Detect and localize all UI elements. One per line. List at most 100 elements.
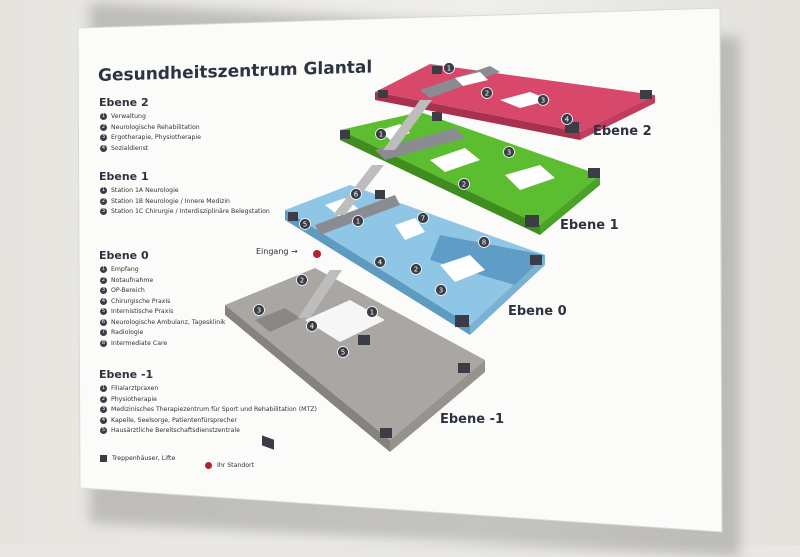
floor-label-ebene-2: Ebene 2 <box>593 124 652 139</box>
number-badge-icon: 4 <box>100 297 107 305</box>
number-badge-icon: 3 <box>100 287 107 294</box>
location-dot-icon <box>205 462 212 469</box>
map-number-label: 6 <box>354 191 359 199</box>
legend-stairs-label: Treppenhäuser, Lifte <box>112 455 176 462</box>
map-number-label: 4 <box>565 116 570 124</box>
map-number-circle <box>375 128 387 140</box>
number-badge-icon: 1 <box>100 187 107 194</box>
stairs-marker <box>565 122 579 133</box>
stairs-marker <box>262 435 274 450</box>
level-item-label: Physiotherapie <box>111 395 157 403</box>
level-heading: Ebene -1 <box>99 368 154 381</box>
level-item-label: Station 1C Chirurgie / Interdisziplinäre… <box>111 208 270 215</box>
floor-ebene-1 <box>340 112 600 235</box>
legend-stairs: Treppenhäuser, Lifte <box>100 455 175 462</box>
stairs-marker <box>525 215 539 227</box>
level-item-label: Neurologische Rehabilitation <box>111 123 200 131</box>
level-item-label: Notaufnahme <box>111 276 154 284</box>
map-number-circle <box>352 215 364 227</box>
level-item-label: OP-Bereich <box>111 287 145 294</box>
level-item-label: Internistische Praxis <box>111 308 174 315</box>
number-badge-icon: 1 <box>100 266 107 273</box>
map-number-circle <box>374 256 386 268</box>
level-item: 3 OP-Bereich <box>100 287 145 294</box>
number-badge-icon: 1 <box>100 113 107 120</box>
map-number-label: 2 <box>485 90 489 98</box>
stairs-marker <box>455 315 469 327</box>
level-item-label: Radiologie <box>111 329 144 336</box>
stairs-square-icon <box>100 455 107 462</box>
map-number-label: 3 <box>507 149 511 157</box>
map-number-circle <box>253 304 265 316</box>
map-number-circle <box>435 284 447 296</box>
map-number-circle <box>503 146 515 158</box>
floor-ebene-minus1 <box>225 268 485 452</box>
level-item: 4 Chirurgische Praxis <box>100 297 171 305</box>
level-item-label: Hausärztliche Bereitschaftsdienstzentral… <box>111 427 240 434</box>
map-number-circle <box>306 320 318 332</box>
stairs-marker <box>375 190 385 199</box>
you-are-here-marker <box>313 250 321 258</box>
number-badge-icon: 2 <box>100 276 107 284</box>
map-number-label: 2 <box>300 277 304 285</box>
stairs-marker <box>378 90 388 98</box>
level-item: 5 Internistische Praxis <box>100 308 173 315</box>
map-number-label: 2 <box>414 266 418 274</box>
map-number-label: 5 <box>341 349 345 357</box>
level-item-label: Sozialdienst <box>111 144 149 152</box>
floor-ebene-0 <box>285 185 545 335</box>
stairs-marker <box>358 335 370 345</box>
level-item-label: Chirurgische Praxis <box>111 297 171 305</box>
map-number-label: 1 <box>379 131 383 139</box>
stairs-marker <box>432 112 442 121</box>
map-number-circle <box>299 218 311 230</box>
level-heading: Ebene 2 <box>99 96 149 109</box>
legend-location: Ihr Standort <box>205 462 254 469</box>
number-badge-icon: 3 <box>100 134 107 141</box>
level-item: 2 Notaufnahme <box>100 276 154 284</box>
map-number-label: 1 <box>370 309 374 317</box>
number-badge-icon: 3 <box>100 208 107 215</box>
map-number-circle <box>337 346 349 358</box>
floor-label-ebene-1: Ebene 1 <box>560 218 619 233</box>
map-number-label: 7 <box>421 215 425 223</box>
map-number-label: 2 <box>462 181 466 189</box>
map-number-circle <box>561 113 573 125</box>
stairs-marker <box>432 66 442 74</box>
number-badge-icon: 5 <box>100 308 107 315</box>
map-number-label: 4 <box>310 323 315 331</box>
number-badge-icon: 3 <box>100 406 107 413</box>
map-number-circle <box>458 178 470 190</box>
map-number-circle <box>296 274 308 286</box>
level-item-label: Intermediate Care <box>111 339 168 347</box>
legend-location-label: Ihr Standort <box>217 462 255 469</box>
floor-label-ebene-minus1: Ebene -1 <box>440 412 505 427</box>
map-number-circle <box>417 212 429 224</box>
stairs-marker <box>640 90 652 99</box>
number-badge-icon: 5 <box>100 427 107 434</box>
map-number-circle <box>410 263 422 275</box>
entrance-label: Eingang → <box>256 247 298 256</box>
map-number-circle <box>443 62 455 74</box>
level-item-label: Kapelle, Seelsorge, Patientenfürsprecher <box>111 416 237 424</box>
number-badge-icon: 6 <box>100 318 107 326</box>
stairs-marker <box>340 130 350 139</box>
map-number-label: 1 <box>356 218 360 226</box>
level-item: 3 Station 1C Chirurgie / Interdisziplinär… <box>100 208 270 215</box>
map-number-circle <box>350 188 362 200</box>
map-number-circle <box>481 87 493 99</box>
level-heading: Ebene 0 <box>99 249 149 262</box>
floor-label-ebene-0: Ebene 0 <box>508 304 567 319</box>
map-number-label: 4 <box>378 259 383 267</box>
